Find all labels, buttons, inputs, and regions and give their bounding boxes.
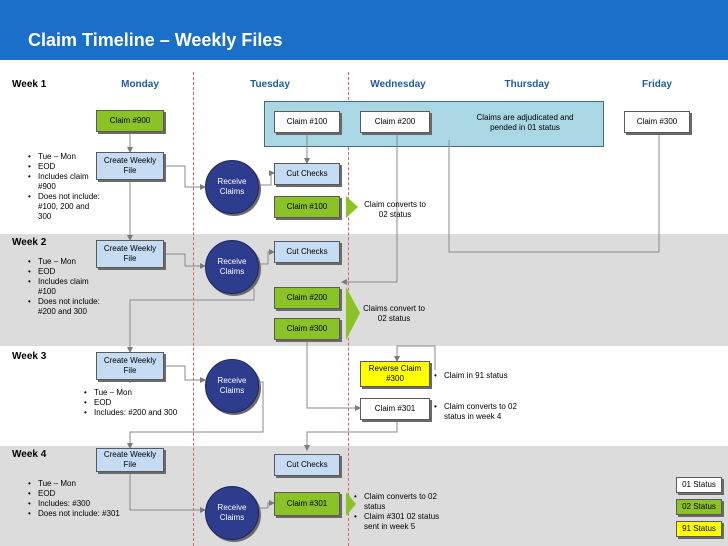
week1-label: Week 1 [12, 79, 47, 90]
w4-note-item: Does not include: #301 [28, 509, 148, 519]
line-reverse-loop [394, 345, 436, 370]
week4-label: Week 4 [12, 449, 47, 460]
status-arrow-w4-icon [346, 492, 356, 516]
line-create1-to-receive1 [164, 165, 206, 190]
claim-300-box: Claim #300 [624, 111, 690, 133]
line-green300-to-301 [306, 340, 361, 411]
claim-100-box: Claim #100 [274, 111, 340, 133]
claim-301-box: Claim #301 [360, 398, 430, 420]
claim-900-box: Claim #900 [96, 110, 164, 132]
w4-right-note-item: Claim converts to 02 status [354, 492, 450, 512]
converts-note-w1: Claim converts to 02 status [364, 200, 426, 219]
w3-note-item: Includes: #200 and 300 [84, 408, 184, 418]
adjudication-note: Claims are adjudicated and pended in 01 … [476, 113, 574, 132]
converts-note-w2: Claims convert to 02 status [363, 304, 425, 323]
divider-mon-tue [193, 72, 194, 546]
week3-notes: Tue – Mon EOD Includes: #200 and 300 [84, 388, 184, 418]
day-thursday: Thursday [504, 79, 550, 90]
line-receive4-to-301green [259, 500, 275, 509]
claim-100-green: Claim #100 [274, 196, 340, 218]
w1-note-item: Tue – Mon [28, 152, 100, 162]
page-title: Claim Timeline – Weekly Files [28, 30, 283, 50]
legend-91-status: 91 Status [676, 521, 722, 537]
w2-note-item: Tue – Mon [28, 257, 100, 267]
status-arrow-w2-icon [346, 287, 360, 340]
claim-200-green: Claim #200 [274, 287, 340, 309]
day-tuesday: Tuesday [250, 79, 290, 90]
line-create2-to-receive2 [164, 253, 206, 269]
w2-note-item: Includes claim #100 [28, 277, 100, 297]
line-receive1-to-cut1 [259, 170, 275, 186]
create-weekly-file-w2: Create Weekly File [96, 240, 164, 268]
w3-status91-item: Claim in 91 status [434, 371, 534, 381]
w2-note-item: Does not include: #200 and 300 [28, 297, 100, 317]
status-arrow-w1-icon [346, 196, 358, 218]
w1-note-item: Does not include: #100, 200 and 300 [28, 192, 100, 222]
day-monday: Monday [121, 79, 159, 90]
line-create3-to-receive3 [164, 365, 206, 383]
w1-note-item: Includes claim #900 [28, 172, 100, 192]
line-200-to-green200 [341, 133, 398, 285]
w2-note-item: EOD [28, 267, 100, 277]
create-weekly-file-w1: Create Weekly File [96, 152, 164, 180]
claim-300-green: Claim #300 [274, 318, 340, 340]
week4-notes: Tue – Mon EOD Includes: #300 Does not in… [28, 479, 148, 519]
w4-note-item: EOD [28, 489, 148, 499]
w3-converts-item: Claim converts to 02 status in week 4 [434, 402, 530, 422]
week1-notes: Tue – Mon EOD Includes claim #900 Does n… [28, 152, 100, 222]
legend-02-status: 02 Status [676, 499, 722, 515]
header-bar [0, 0, 728, 60]
w3-note-item: Tue – Mon [84, 388, 184, 398]
line-301-to-cut4 [304, 420, 398, 451]
w4-note-item: Tue – Mon [28, 479, 148, 489]
reverse-claim-300: Reverse Claim #300 [360, 361, 430, 387]
w4-right-note-item: Claim #301 02 status sent in week 5 [354, 512, 450, 532]
w3-note-item: EOD [84, 398, 184, 408]
week3-status91-note: Claim in 91 status [434, 371, 534, 381]
week2-label: Week 2 [12, 237, 47, 248]
day-wednesday: Wednesday [370, 79, 426, 90]
claim-200-box: Claim #200 [360, 111, 430, 133]
day-friday: Friday [641, 79, 672, 90]
create-weekly-file-w4: Create Weekly File [96, 448, 164, 472]
receive-claims-w1: Receive Claims [205, 160, 259, 214]
legend-01-status: 01 Status [676, 477, 722, 493]
line-receive3-to-create4 [127, 381, 264, 449]
receive-claims-w3: Receive Claims [205, 359, 259, 413]
week4-right-notes: Claim converts to 02 status Claim #301 0… [354, 492, 450, 532]
create-weekly-file-w3: Create Weekly File [96, 352, 164, 380]
w1-note-item: EOD [28, 162, 100, 172]
week2-notes: Tue – Mon EOD Includes claim #100 Does n… [28, 257, 100, 317]
receive-claims-w4: Receive Claims [205, 486, 259, 540]
week3-converts-note: Claim converts to 02 status in week 4 [434, 402, 530, 422]
week3-label: Week 3 [12, 351, 47, 362]
w4-note-item: Includes: #300 [28, 499, 148, 509]
receive-claims-w2: Receive Claims [205, 240, 259, 294]
line-300-friday-loop [448, 133, 660, 253]
cut-checks-w2: Cut Checks [274, 241, 340, 263]
cut-checks-w1: Cut Checks [274, 163, 340, 185]
line-receive2-to-create3 [127, 288, 255, 353]
line-receive2-to-cut2 [259, 249, 275, 265]
claim-301-green: Claim #301 [274, 492, 340, 516]
cut-checks-w4: Cut Checks [274, 454, 340, 476]
